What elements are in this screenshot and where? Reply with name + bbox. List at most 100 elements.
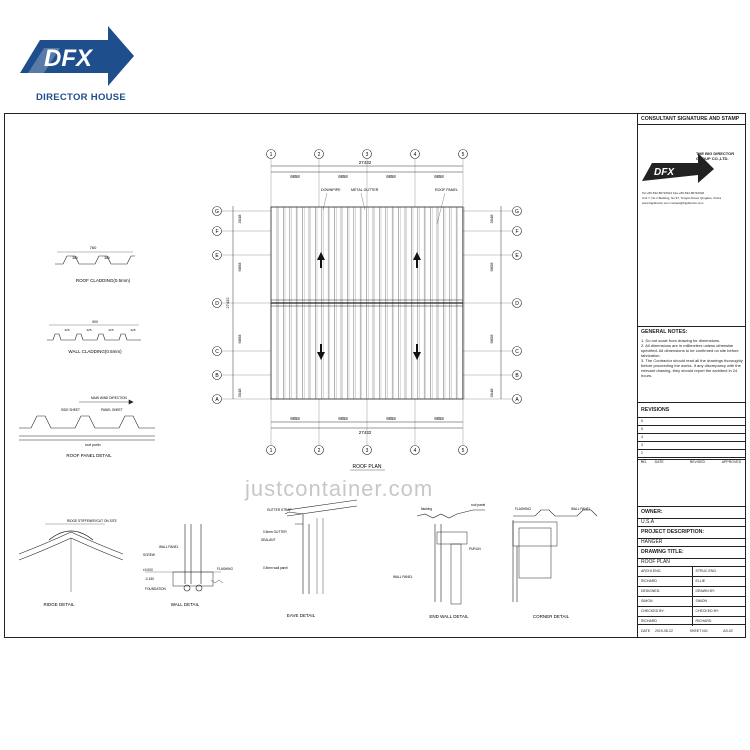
- revision-number: 3: [641, 443, 643, 447]
- grid-label-col: 5: [462, 152, 465, 158]
- label-downpipe: DOWNPIPE: [321, 188, 341, 192]
- drawing-title-label: DRAWING TITLE:: [641, 549, 684, 555]
- wall-note-screw: SCREW: [143, 553, 155, 557]
- grid-label-row: G: [515, 209, 519, 215]
- grid-bubble-col-top: [410, 149, 420, 159]
- general-notes: GENERAL NOTES: 1. Do not scale from draw…: [638, 326, 746, 402]
- project-label: PROJECT DESCRIPTION:: [641, 529, 705, 535]
- bay-dim-bottom: 6858: [338, 416, 348, 421]
- role-cell-right: RICHARD: [695, 619, 712, 623]
- end-wall-detail-drawing: [416, 509, 485, 605]
- grid-bubble-col-bottom: [314, 445, 324, 455]
- footer-date-label: DATE: [641, 629, 651, 633]
- side-dim-left: 6858: [237, 262, 242, 272]
- drawing-title-block: DRAWING TITLE: ROOF PLAN: [638, 546, 746, 566]
- roof-cladding-title: ROOF CLADDING(0.5mm): [76, 278, 131, 283]
- role-cell-right: STRUC.ENG.: [695, 569, 718, 573]
- grid-label-row: D: [515, 301, 519, 307]
- grid-label-row: D: [215, 301, 219, 307]
- roof-panel-title: ROOF PANEL DETAIL: [66, 453, 112, 458]
- grid-label-col: 2: [318, 152, 321, 158]
- wall-cladding-dim-2: 225: [86, 328, 91, 332]
- grid-bubble-col-bottom: [410, 445, 420, 455]
- slope-arrows: [317, 252, 421, 360]
- grid-label-col: 4: [414, 448, 417, 454]
- owner-label: OWNER:: [641, 509, 663, 515]
- revision-number: 5: [641, 427, 643, 431]
- grid-bubble-row-left: [212, 226, 222, 236]
- side-dim-right: 6858: [489, 262, 494, 272]
- ridge-note: RIDGE STIFFENER/CUT ON SITE: [67, 519, 117, 523]
- wall-note-flashing: FLASHING: [217, 567, 233, 571]
- grid-bubble-row-right: [512, 346, 522, 356]
- rev-header-date: DATE: [654, 460, 664, 464]
- role-cell-right: DRAWN BY:: [695, 589, 716, 593]
- bay-dim-bottom: 6858: [434, 416, 444, 421]
- ridge-title: RIDGE DETAIL: [44, 602, 75, 607]
- bay-dim-bottom: 6858: [386, 416, 396, 421]
- grid-label-col: 4: [414, 152, 417, 158]
- company-name: THE BIG DIRECTOR GROUP CO.,LTD.: [696, 151, 735, 161]
- roof-cladding-dim-total: 760: [90, 245, 97, 250]
- grid-bubble-row-left: [212, 370, 222, 380]
- company-logo-icon: DFX: [642, 153, 714, 183]
- revision-number: 2: [641, 451, 643, 455]
- grid-label-col: 2: [318, 448, 321, 454]
- wall-cladding-dim-total: 900: [92, 320, 98, 324]
- bay-dim-top: 6858: [290, 174, 300, 179]
- wall-cladding-title: WALL CLADDING(0.5mm): [68, 349, 122, 354]
- revision-row: 3: [638, 441, 746, 449]
- grid-label-row: F: [215, 229, 218, 235]
- company-web: www.bigdirector.com contact@bigdirector.…: [642, 201, 704, 205]
- wall-detail-drawing: [145, 524, 224, 592]
- revision-number: 6: [641, 419, 643, 423]
- logo-letters: DFX: [44, 45, 94, 72]
- roof-panel-note-panel: PANEL SHEET: [101, 408, 123, 412]
- end-wall-note-roof-panel: roof panel: [471, 503, 485, 507]
- roof-panel-note-wind: MAIN WIND DIRECTION: [91, 396, 127, 400]
- end-wall-note-flashing: flashing: [421, 507, 432, 511]
- eave-note-gutter: 0.5mm GUTTER: [263, 530, 287, 534]
- svg-text:DFX: DFX: [654, 167, 675, 178]
- roof-cladding-dim-2: 380: [104, 256, 110, 260]
- plan-title: ROOF PLAN: [353, 464, 382, 470]
- revision-number: 4: [641, 435, 643, 439]
- corner-note-flashing: FLASHING: [515, 507, 531, 511]
- role-cell-left: CHECKED BY:: [638, 607, 693, 616]
- consultant-label: CONSULTANT SIGNATURE AND STAMP: [641, 116, 740, 122]
- grid-label-row: E: [215, 253, 219, 259]
- role-cell-right: SIMON: [695, 599, 707, 603]
- bay-dim-top: 6858: [434, 174, 444, 179]
- drawing-title-value: ROOF PLAN: [638, 558, 746, 565]
- company-stamp: DFX THE BIG DIRECTOR GROUP CO.,LTD. Tel:…: [638, 124, 746, 205]
- grid-bubble-row-right: [512, 394, 522, 404]
- role-cell-right: CHECKED BY:: [695, 609, 720, 613]
- side-dim-left: 3048: [237, 388, 242, 398]
- general-note-1: 1. Do not scale from drawing for dimensi…: [641, 338, 721, 343]
- wall-detail-title: WALL DETAIL: [171, 602, 200, 607]
- project-block: PROJECT DESCRIPTION: HANGER: [638, 526, 746, 546]
- grid-label-row: C: [215, 349, 219, 355]
- footer-row: DATE 2019-08-22 SHEET NO. AS-02: [638, 624, 746, 637]
- role-cell-right: ELLIE: [695, 579, 706, 583]
- grid-label-col: 3: [366, 448, 369, 454]
- general-note-2: 2. All dimensions are in millimeters unl…: [641, 343, 739, 358]
- watermark: justcontainer.com: [245, 476, 434, 501]
- grid-label-row: B: [515, 373, 519, 379]
- grid-bubble-col-bottom: [458, 445, 468, 455]
- side-dim-left: 3048: [237, 214, 242, 224]
- wall-cladding-dim-3: 225: [108, 328, 113, 332]
- project-value: HANGER: [638, 538, 746, 545]
- owner-value: U.S.A: [638, 518, 746, 525]
- role-row: DESIGNED:DRAWN BY:: [638, 586, 746, 596]
- wall-cladding-dim-4: 225: [130, 328, 135, 332]
